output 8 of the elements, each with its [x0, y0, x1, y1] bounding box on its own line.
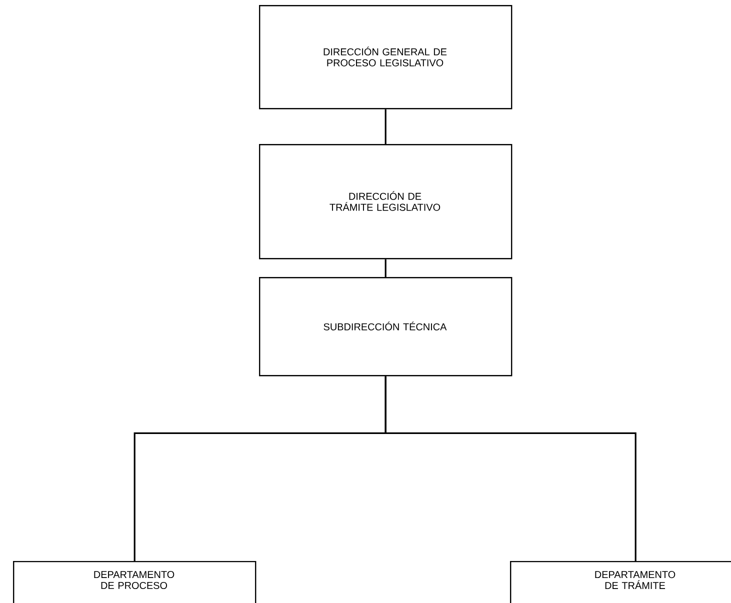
- connector-line: [384, 109, 386, 144]
- org-box: SUBDIRECCIÓN TÉCNICA: [259, 277, 512, 376]
- org-box: DIRECCIÓN DE TRÁMITE LEGISLATIVO: [259, 144, 512, 260]
- org-box: DIRECCIÓN GENERAL DE PROCESO LEGISLATIVO: [259, 5, 512, 110]
- connector-line: [384, 259, 386, 277]
- org-box: DEPARTAMENTO DE TRÁMITE: [510, 561, 731, 603]
- connector-line: [384, 376, 636, 561]
- org-box: DEPARTAMENTO DE PROCESO: [13, 561, 256, 603]
